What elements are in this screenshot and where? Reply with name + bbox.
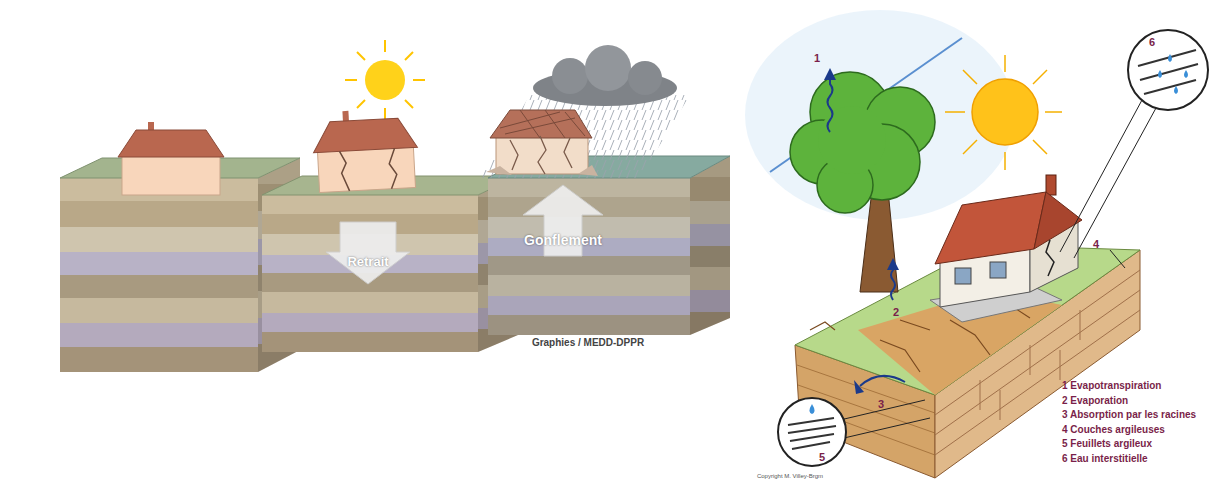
- key-item: 4 Couches argileuses: [1062, 424, 1165, 436]
- sun: [345, 40, 425, 120]
- house-collapsing: [486, 110, 598, 176]
- callout-number: 2: [893, 306, 899, 319]
- callout-number: 1: [814, 52, 820, 65]
- key-item: 5 Feuillets argileux: [1062, 438, 1152, 450]
- house: [930, 175, 1082, 322]
- key-item: 1 Evapotranspiration: [1062, 380, 1161, 392]
- copyright-note: Copyright M. Villey-Brgm: [757, 473, 823, 480]
- tree: [790, 72, 935, 292]
- rain-cloud: [480, 45, 690, 178]
- sun: [945, 55, 1062, 170]
- magnifier-water: [1128, 30, 1208, 110]
- magnifier-clay: [778, 398, 846, 466]
- key-item: 3 Absorption par les racines: [1062, 409, 1196, 421]
- callout-number: 5: [819, 451, 825, 464]
- key-item: 2 Evaporation: [1062, 395, 1128, 407]
- swell-arrow: [523, 185, 603, 256]
- swell-label: Gonflement: [524, 232, 602, 248]
- callout-number: 6: [1149, 36, 1155, 49]
- callout-number: 4: [1093, 238, 1099, 251]
- house-intact: [118, 122, 224, 195]
- key-item: 6 Eau interstitielle: [1062, 453, 1148, 465]
- process-arrows: [824, 68, 905, 394]
- house-cracked: [311, 107, 419, 192]
- shrink-arrow: [326, 222, 410, 284]
- shrink-label: Retrait: [347, 255, 388, 270]
- callout-number: 3: [878, 398, 884, 411]
- credit-label: Graphies / MEDD-DPPR: [532, 337, 644, 349]
